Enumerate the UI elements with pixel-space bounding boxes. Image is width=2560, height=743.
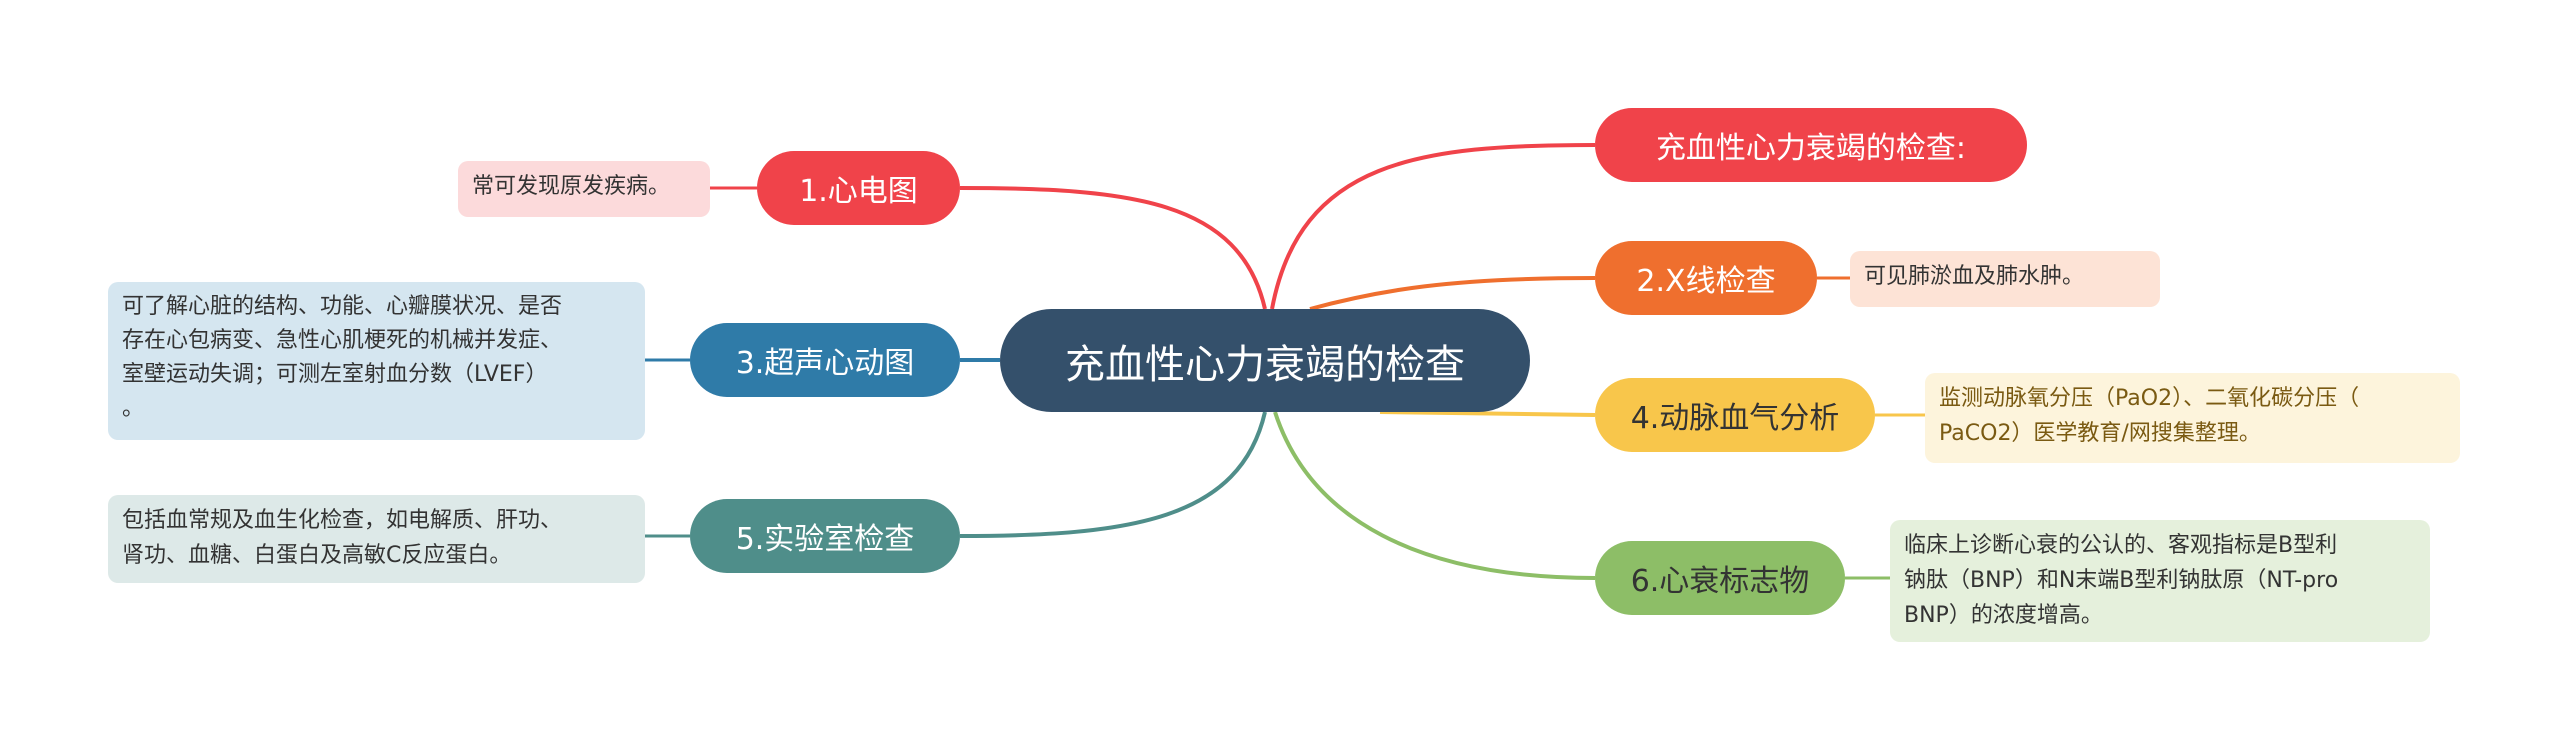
- note-echo-line: 室壁运动失调；可测左室射血分数（LVEF）: [122, 362, 548, 387]
- link-bloodgas: [1379, 410, 1596, 417]
- branch-lab[interactable]: 5.实验室检查: [690, 499, 960, 573]
- branch-echo[interactable]: 3.超声心动图: [690, 323, 960, 397]
- note-xray: 可见肺淤血及肺水肿。: [1850, 251, 2160, 307]
- branch-title[interactable]: 充血性心力衰竭的检查:: [1595, 108, 2027, 182]
- link-lab: [959, 411, 1267, 538]
- branch-bloodgas[interactable]: 4.动脉血气分析: [1595, 378, 1875, 452]
- branch-xray[interactable]: 2.X线检查: [1595, 241, 1817, 315]
- note-echo: 可了解心脏的结构、功能、心瓣膜状况、是否 存在心包病变、急性心肌梗死的机械并发症…: [108, 282, 645, 440]
- note-echo-line: 可了解心脏的结构、功能、心瓣膜状况、是否: [122, 294, 563, 319]
- note-marker-line: 钠肽（BNP）和N末端B型利钠肽原（NT-pro: [1904, 568, 2339, 593]
- note-lab-line: 肾功、血糖、白蛋白及高敏C反应蛋白。: [122, 543, 512, 568]
- link-ecg: [959, 186, 1267, 310]
- note-lab-line: 包括血常规及血生化检查，如电解质、肝功、: [122, 508, 563, 533]
- central-topic[interactable]: 充血性心力衰竭的检查: [1000, 309, 1530, 412]
- branch-marker[interactable]: 6.心衰标志物: [1595, 541, 1845, 615]
- note-ecg: 常可发现原发疾病。: [458, 161, 710, 217]
- note-marker: 临床上诊断心衰的公认的、客观指标是B型利 钠肽（BNP）和N末端B型利钠肽原（N…: [1890, 520, 2430, 642]
- note-marker-line: BNP）的浓度增高。: [1904, 603, 2103, 628]
- note-lab: 包括血常规及血生化检查，如电解质、肝功、 肾功、血糖、白蛋白及高敏C反应蛋白。: [108, 495, 645, 583]
- link-title: [1270, 143, 1596, 310]
- link-xray: [1309, 276, 1596, 311]
- note-bloodgas-line: 监测动脉氧分压（PaO2）、二氧化碳分压（: [1939, 386, 2360, 411]
- note-marker-line: 临床上诊断心衰的公认的、客观指标是B型利: [1904, 533, 2338, 558]
- note-bloodgas: 监测动脉氧分压（PaO2）、二氧化碳分压（ PaCO2）医学教育/网搜集整理。: [1925, 373, 2460, 463]
- note-echo-line: 。: [122, 396, 145, 421]
- note-bloodgas-line: PaCO2）医学教育/网搜集整理。: [1939, 421, 2261, 446]
- link-marker: [1273, 411, 1596, 580]
- branch-ecg[interactable]: 1.心电图: [757, 151, 960, 225]
- note-ecg-line: 常可发现原发疾病。: [472, 174, 671, 199]
- note-echo-line: 存在心包病变、急性心肌梗死的机械并发症、: [122, 328, 563, 353]
- note-xray-line: 可见肺淤血及肺水肿。: [1864, 264, 2085, 289]
